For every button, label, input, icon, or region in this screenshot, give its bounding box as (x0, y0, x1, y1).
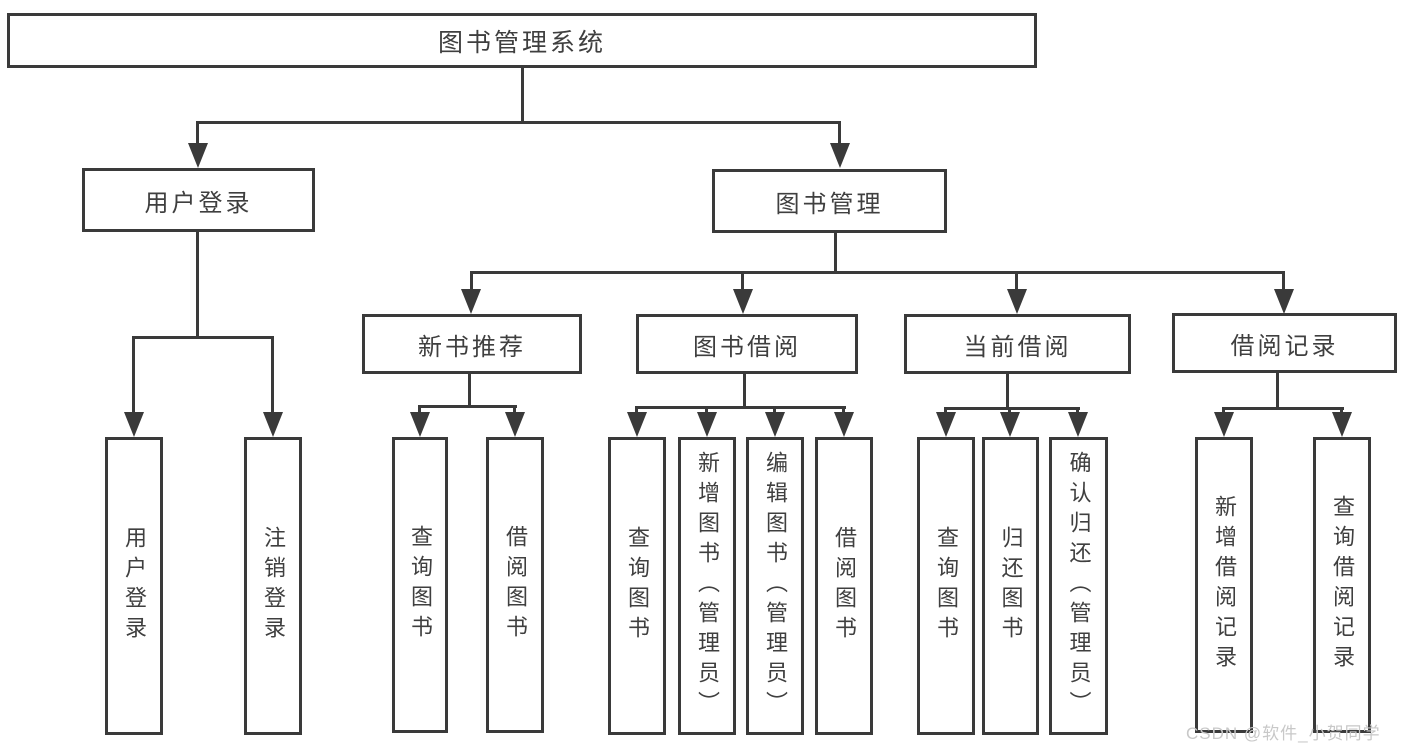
arrow-down-icon (765, 412, 785, 437)
arrow-down-icon (410, 412, 430, 437)
node-borrow-records: 借阅记录 (1172, 313, 1397, 373)
arrow-down-icon (1000, 412, 1020, 437)
connector-to-leaf (1340, 407, 1343, 415)
connector-to-leaf-logout (271, 336, 274, 415)
connector-to-leaf (1222, 407, 1225, 415)
connector-borrow-records-stub (1276, 373, 1279, 410)
leaf-query-books-borrow: 查询图书 (608, 437, 666, 735)
connector-to-user-login (196, 121, 199, 146)
arrow-down-icon (505, 412, 525, 437)
leaf-borrow-books-recommend: 借阅图书 (486, 437, 544, 733)
node-user-login: 用户登录 (82, 168, 315, 232)
leaf-add-books-admin: 新增图书（管理员） (678, 437, 736, 735)
node-root: 图书管理系统 (7, 13, 1037, 68)
connector-user-login-stub (196, 232, 199, 339)
connector-to-borrow-records (1282, 271, 1285, 291)
connector-to-leaf (842, 406, 845, 415)
leaf-borrow-books: 借阅图书 (815, 437, 873, 735)
leaf-query-borrow-record: 查询借阅记录 (1313, 437, 1371, 733)
arrow-down-icon (1007, 289, 1027, 314)
connector-to-leaf (705, 406, 708, 415)
connector-to-leaf-user-login (132, 336, 135, 415)
connector-new-book-stub (468, 374, 471, 408)
leaf-return-books: 归还图书 (982, 437, 1039, 735)
connector-to-leaf (418, 405, 421, 415)
connector-book-borrow-branch (635, 406, 846, 409)
connector-to-leaf (1008, 407, 1011, 415)
connector-to-book-borrow (741, 271, 744, 291)
connector-book-borrow-stub (743, 374, 746, 409)
connector-book-mgmt-stub (834, 233, 837, 274)
arrow-down-icon (263, 412, 283, 437)
connector-new-book-branch (418, 405, 517, 408)
connector-to-book-mgmt (838, 121, 841, 146)
leaf-query-books-current: 查询图书 (917, 437, 975, 735)
connector-user-login-branch (132, 336, 274, 339)
connector-to-leaf (944, 407, 947, 415)
connector-to-current-borrow (1015, 271, 1018, 291)
leaf-confirm-return-admin: 确认归还（管理员） (1049, 437, 1108, 735)
node-book-borrow: 图书借阅 (636, 314, 858, 374)
arrow-down-icon (834, 412, 854, 437)
connector-to-leaf (513, 405, 516, 415)
arrow-down-icon (1274, 289, 1294, 314)
leaf-logout-login: 注销登录 (244, 437, 302, 735)
connector-to-leaf (635, 406, 638, 415)
arrow-down-icon (1332, 412, 1352, 437)
connector-level2-branch (470, 271, 1285, 274)
connector-borrow-records-branch (1222, 407, 1344, 410)
leaf-user-login: 用户登录 (105, 437, 163, 735)
leaf-edit-books-admin: 编辑图书（管理员） (746, 437, 804, 735)
connector-level1-branch (196, 121, 841, 124)
leaf-query-books-recommend: 查询图书 (392, 437, 448, 733)
connector-to-leaf (1076, 407, 1079, 415)
arrow-down-icon (1068, 412, 1088, 437)
arrow-down-icon (188, 143, 208, 168)
arrow-down-icon (697, 412, 717, 437)
arrow-down-icon (830, 143, 850, 168)
arrow-down-icon (936, 412, 956, 437)
arrow-down-icon (733, 289, 753, 314)
node-new-book-recommend: 新书推荐 (362, 314, 582, 374)
node-current-borrow: 当前借阅 (904, 314, 1131, 374)
connector-current-borrow-stub (1006, 374, 1009, 410)
arrow-down-icon (461, 289, 481, 314)
connector-to-new-book-rec (470, 271, 473, 291)
connector-current-borrow-branch (944, 407, 1080, 410)
csdn-watermark: CSDN @软件_小贺同学 (1186, 724, 1381, 743)
arrow-down-icon (627, 412, 647, 437)
leaf-add-borrow-record: 新增借阅记录 (1195, 437, 1253, 733)
arrow-down-icon (1214, 412, 1234, 437)
node-book-management: 图书管理 (712, 169, 947, 233)
arrow-down-icon (124, 412, 144, 437)
connector-root-trunk (521, 68, 524, 124)
connector-to-leaf (773, 406, 776, 415)
